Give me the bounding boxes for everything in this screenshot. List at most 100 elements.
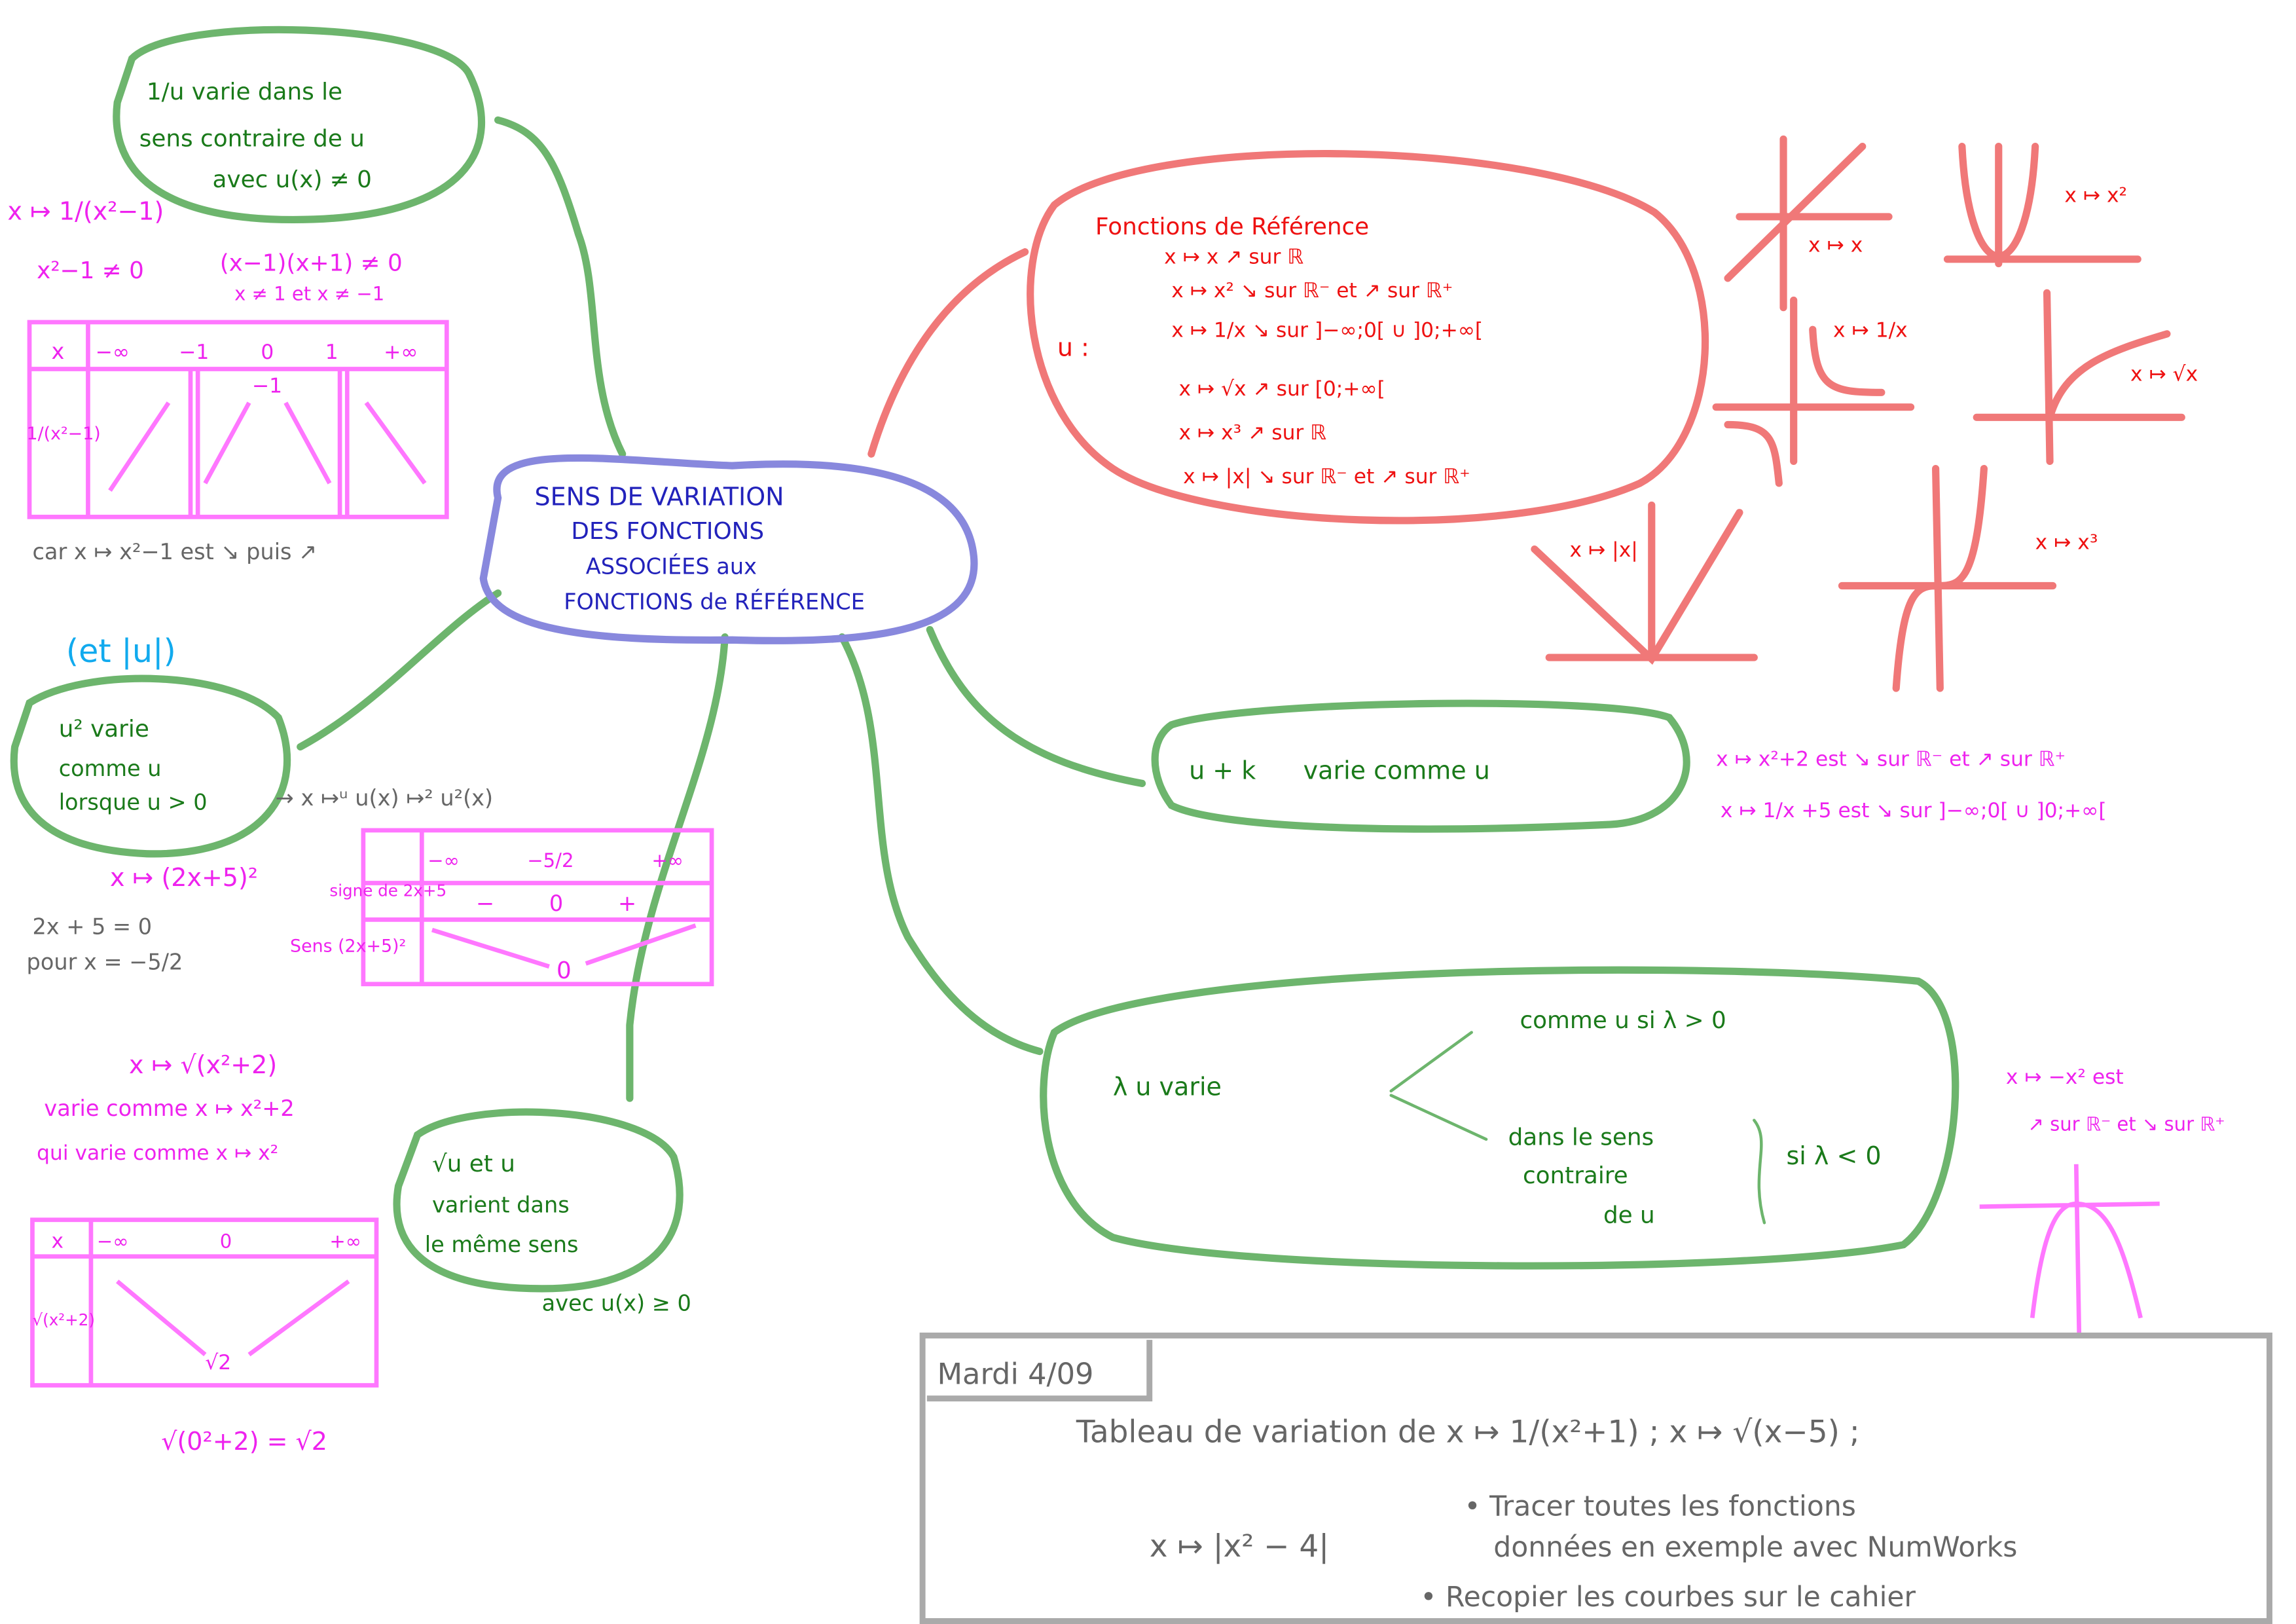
table-row-label: 1/(x²−1): [27, 424, 101, 444]
graph-abs: [1531, 501, 1758, 665]
condition-text: (x−1)(x+1) ≠ 0: [220, 250, 403, 277]
bubble-text: varient dans: [432, 1192, 570, 1218]
condition-text: x ≠ 1 et x ≠ −1: [234, 282, 384, 304]
center-line: SENS DE VARIATION: [535, 483, 784, 511]
homework-text: • Recopier les courbes sur le cahier: [1420, 1581, 1916, 1614]
graph-identity: [1724, 135, 1893, 312]
homework-box: Mardi 4/09 Tableau de variation de x ↦ 1…: [919, 1332, 2272, 1624]
connector-square: [297, 589, 502, 751]
table-cell: −5/2: [527, 849, 574, 872]
reference-item: x ↦ x ↗ sur ℝ: [1164, 246, 1303, 269]
bubble-text: si λ < 0: [1787, 1141, 1882, 1170]
aside-text: (et |u|): [66, 632, 176, 670]
bubble-text: comme u: [59, 756, 162, 781]
bubble-text: u + k varie comme u: [1189, 756, 1490, 785]
table-cell: 0: [556, 957, 572, 984]
center-line: DES FONCTIONS: [571, 518, 764, 545]
example-text: varie comme x ↦ x²+2: [44, 1096, 294, 1121]
variation-table-sqrt: x −∞ 0 +∞ √(x²+2) √2: [30, 1217, 379, 1388]
table-cell: +: [618, 891, 636, 916]
bubble-square[interactable]: u² varie comme u lorsque u > 0: [10, 674, 291, 858]
bubble-text: sens contraire de u: [139, 126, 365, 153]
bubble-sqrt[interactable]: √u et u varient dans le même sens: [393, 1108, 683, 1293]
table-cell: +∞: [384, 341, 418, 364]
connector-reference: [867, 248, 1029, 458]
bubble-plus-k[interactable]: u + k varie comme u: [1151, 699, 1690, 833]
table-cell: −∞: [96, 341, 130, 364]
reference-item: x ↦ 1/x ↘ sur ]−∞;0[ ∪ ]0;+∞[: [1171, 318, 1483, 342]
graph-label: x ↦ x: [1808, 234, 1863, 257]
table-cell: 0: [261, 341, 274, 364]
note-text: pour x = −5/2: [27, 949, 183, 974]
table-cell: −∞: [428, 849, 460, 872]
table-cell: +∞: [651, 849, 683, 872]
note-text: 2x + 5 = 0: [32, 914, 152, 940]
table-cell: 0: [220, 1230, 232, 1252]
central-topic[interactable]: SENS DE VARIATION DES FONCTIONS ASSOCIÉE…: [479, 454, 978, 644]
bubble-lambda[interactable]: λ u varie comme u si λ > 0 dans le sens …: [1040, 966, 1959, 1270]
example-text: x ↦ 1/(x²−1): [7, 196, 164, 225]
reference-item: x ↦ x² ↘ sur ℝ⁻ et ↗ sur ℝ⁺: [1171, 279, 1453, 303]
graph-neg-square: [1979, 1164, 2160, 1336]
homework-date: Mardi 4/09: [937, 1356, 1093, 1391]
variation-table-inverse: x −∞ −1 0 1 +∞ 1/(x²−1) −1: [27, 320, 449, 519]
u-label: u :: [1057, 333, 1089, 361]
bubble-text: contraire: [1523, 1162, 1628, 1189]
bubble-text: de u: [1603, 1202, 1655, 1228]
bubble-text: √u et u: [432, 1151, 515, 1177]
table-cell: 0: [549, 891, 563, 916]
graph-sqrt: [1973, 289, 2185, 466]
graph-cube: [1838, 465, 2057, 692]
note-text: car x ↦ x²−1 est ↘ puis ↗: [32, 539, 317, 564]
reference-title: Fonctions de Référence: [1095, 213, 1369, 240]
bubble-text: dans le sens: [1508, 1124, 1654, 1151]
bubble-text: lorsque u > 0: [59, 790, 208, 815]
table-cell: √2: [205, 1351, 231, 1375]
graph-label: x ↦ x²: [2064, 184, 2127, 208]
table-cell: −: [476, 891, 494, 916]
calc-text: √(0²+2) = √2: [161, 1427, 327, 1456]
center-line: FONCTIONS de RÉFÉRENCE: [564, 588, 865, 614]
table-cell: −1: [179, 341, 209, 364]
reference-graphs: x ↦ x x ↦ x² x ↦ 1/x x ↦ √x x ↦ |x| x ↦ …: [1531, 135, 2198, 692]
example-text: x ↦ x²+2 est ↘ sur ℝ⁻ et ↗ sur ℝ⁺: [1716, 748, 2066, 771]
bubble-reference[interactable]: Fonctions de Référence u : x ↦ x ↗ sur ℝ…: [1027, 150, 1709, 525]
bubble-text: λ u varie: [1113, 1073, 1222, 1101]
homework-text: Tableau de variation de x ↦ 1/(x²+1) ; x…: [1076, 1414, 1860, 1450]
bubble-text: avec u(x) ≠ 0: [213, 166, 372, 193]
example-text: qui varie comme x ↦ x²: [37, 1141, 278, 1165]
homework-text: • Tracer toutes les fonctions: [1465, 1491, 1856, 1523]
example-text: x ↦ −x² est: [2006, 1065, 2124, 1089]
table-row-label: Sens (2x+5)²: [290, 936, 406, 957]
graph-label: x ↦ |x|: [1570, 538, 1638, 562]
bubble-text: u² varie: [59, 716, 149, 743]
connector-lambda: [838, 633, 1044, 1056]
graph-label: x ↦ x³: [2035, 531, 2098, 555]
graph-square: [1943, 143, 2141, 268]
table-cell: −∞: [97, 1230, 129, 1252]
graph-label: x ↦ √x: [2130, 362, 2198, 386]
graph-label: x ↦ 1/x: [1833, 318, 1908, 342]
bubble-text: comme u si λ > 0: [1520, 1007, 1726, 1034]
table-cell: −1: [252, 374, 282, 397]
table-cell: 1: [325, 341, 338, 364]
reference-item: x ↦ x³ ↗ sur ℝ: [1178, 421, 1326, 445]
example-text: ↗ sur ℝ⁻ et ↘ sur ℝ⁺: [2028, 1113, 2225, 1135]
graph-inverse: [1712, 296, 1915, 487]
homework-text: x ↦ |x² − 4|: [1150, 1528, 1329, 1564]
example-text: x ↦ √(x²+2): [129, 1050, 277, 1079]
table-header: x: [52, 339, 65, 364]
table-header: x: [52, 1229, 64, 1253]
condition-text: avec u(x) ≥ 0: [542, 1290, 691, 1316]
chain-text: → x ↦ᵘ u(x) ↦² u²(x): [276, 785, 493, 811]
table-row-label: signe de 2x+5: [329, 881, 446, 900]
homework-text: données en exemple avec NumWorks: [1493, 1532, 2017, 1564]
bubble-inverse[interactable]: 1/u varie dans le sens contraire de u av…: [113, 26, 486, 224]
connector-inverse: [494, 116, 627, 458]
table-row-label: √(x²+2): [32, 1310, 94, 1329]
example-text: x ↦ (2x+5)²: [110, 863, 258, 892]
center-line: ASSOCIÉES aux: [586, 553, 757, 580]
example-text: x ↦ 1/x +5 est ↘ sur ]−∞;0[ ∪ ]0;+∞[: [1721, 799, 2107, 822]
bubble-text: 1/u varie dans le: [147, 79, 342, 105]
